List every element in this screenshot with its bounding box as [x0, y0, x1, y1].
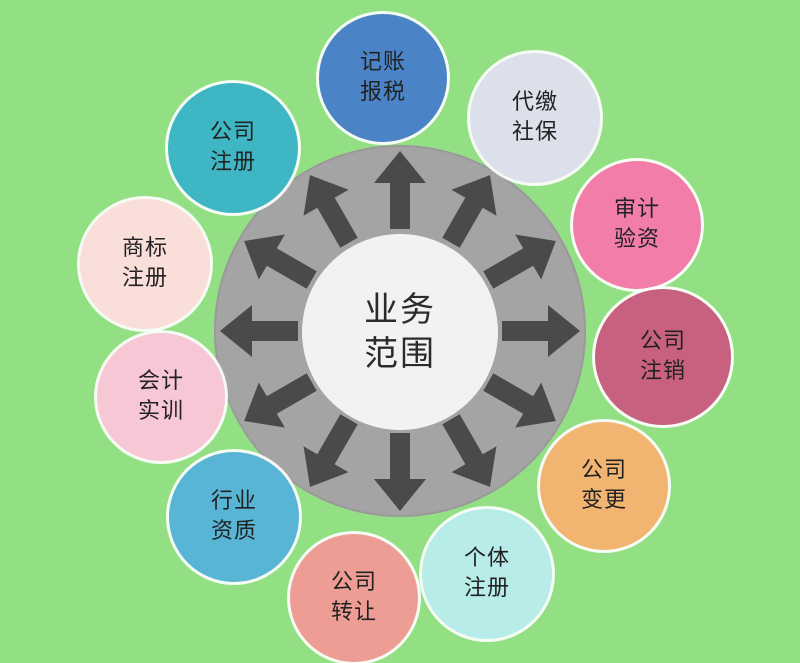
service-label-line2: 注册: [121, 266, 168, 291]
service-label-line2: 注册: [209, 150, 256, 175]
service-bubble-5[interactable]: 公司变更: [540, 422, 668, 550]
arrow-11: [244, 234, 317, 289]
service-label-line2: 变更: [580, 488, 627, 513]
service-bubble-3[interactable]: 审计验资: [573, 161, 701, 289]
service-label-line1: 会计: [137, 369, 184, 394]
center-hub: 业务 范围: [302, 234, 498, 430]
arrow-3: [483, 234, 556, 289]
service-label-line2: 验资: [613, 227, 660, 252]
service-label-line2: 注销: [639, 359, 686, 384]
service-label-line1: 公司: [209, 120, 256, 145]
center-title-line1: 业务: [364, 290, 436, 330]
service-label-line1: 公司: [639, 329, 686, 354]
arrow-4: [502, 305, 580, 357]
service-label-line1: 商标: [121, 236, 168, 261]
service-label-line1: 公司: [330, 570, 377, 595]
arrow-10: [220, 305, 298, 357]
service-label-line2: 社保: [511, 120, 558, 145]
arrow-8: [303, 414, 358, 487]
service-label-line1: 行业: [210, 489, 257, 514]
service-label-line2: 资质: [210, 519, 257, 544]
service-label-line2: 报税: [359, 80, 406, 105]
arrow-5: [483, 373, 556, 428]
arrow-6: [442, 414, 497, 487]
service-bubble-11[interactable]: 公司注册: [168, 83, 298, 213]
arrow-9: [244, 373, 317, 428]
service-bubble-4[interactable]: 公司注销: [595, 289, 731, 425]
service-label-line2: 注册: [463, 576, 510, 601]
arrow-7: [374, 433, 426, 511]
service-label-line1: 代缴: [511, 90, 558, 115]
service-label-line1: 个体: [463, 546, 510, 571]
service-bubble-9[interactable]: 会计实训: [97, 333, 225, 461]
service-bubble-10[interactable]: 商标注册: [80, 199, 210, 329]
service-bubble-1[interactable]: 记账报税: [319, 14, 447, 142]
service-label-line2: 实训: [137, 399, 184, 424]
arrow-2: [442, 175, 497, 248]
service-bubble-8[interactable]: 行业资质: [169, 452, 299, 582]
service-bubble-7[interactable]: 公司转让: [290, 534, 418, 662]
arrow-12: [303, 175, 358, 248]
service-bubble-2[interactable]: 代缴社保: [470, 53, 600, 183]
service-label-line1: 记账: [359, 50, 406, 75]
service-label-line1: 审计: [613, 197, 660, 222]
center-title-line2: 范围: [364, 334, 436, 374]
arrow-1: [374, 151, 426, 229]
service-label-line2: 转让: [330, 600, 377, 625]
service-bubble-6[interactable]: 个体注册: [422, 509, 552, 639]
service-label-line1: 公司: [580, 458, 627, 483]
